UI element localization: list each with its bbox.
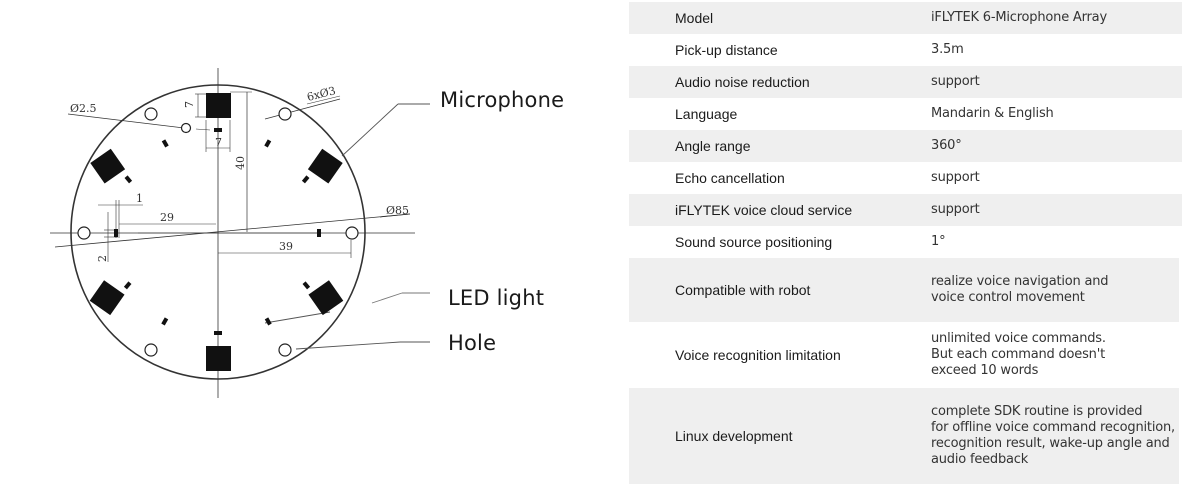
hole (278, 343, 292, 357)
spec-table: Model iFLYTEK 6-Microphone Array Pick-up… (629, 2, 1182, 484)
led-light (161, 139, 169, 148)
board-drawing: Ø2.5 6xØ3 Ø85 7 7 40 29 39 1 2 (50, 68, 430, 398)
hole (77, 226, 91, 240)
spec-label: Model (675, 10, 714, 26)
spec-row-cloud-service: iFLYTEK voice cloud service support (629, 194, 1182, 226)
spec-label: Angle range (675, 138, 751, 154)
microphones (89, 93, 344, 371)
spec-row-model: Model iFLYTEK 6-Microphone Array (629, 2, 1182, 34)
spec-value: Mandarin & English (931, 106, 1054, 121)
spec-value: complete SDK routine is provided for off… (931, 404, 1175, 467)
spec-label: Pick-up distance (675, 42, 778, 58)
spec-value: support (931, 202, 980, 217)
led-light (161, 317, 169, 326)
spec-label: Language (675, 106, 738, 122)
led-height-label: 2 (96, 255, 109, 262)
hole (345, 226, 359, 240)
spec-label: Audio noise reduction (675, 74, 810, 90)
small-hole-dia-label: Ø2.5 (70, 102, 97, 115)
spec-row-noise-reduction: Audio noise reduction support (629, 66, 1182, 98)
hole-radius-label: 39 (279, 240, 293, 253)
led-light (114, 229, 118, 237)
spec-row-robot-compat: Compatible with robot realize voice navi… (629, 258, 1179, 322)
led-light (124, 175, 133, 184)
board-dia-label: Ø85 (386, 204, 409, 217)
spec-row-pickup-distance: Pick-up distance 3.5m (629, 34, 1182, 66)
hole (144, 107, 158, 121)
spec-value: realize voice navigation and voice contr… (931, 274, 1109, 305)
mic-width-label: 7 (215, 136, 222, 149)
hole (278, 107, 292, 121)
spec-value: 360° (931, 138, 962, 153)
spec-label: Compatible with robot (675, 282, 811, 298)
led-width-label: 1 (136, 192, 143, 205)
spec-row-linux-dev: Linux development complete SDK routine i… (629, 388, 1179, 484)
spec-label: Echo cancellation (675, 170, 785, 186)
spec-row-echo-cancellation: Echo cancellation support (629, 162, 1182, 194)
microphone-array-diagram: Ø2.5 6xØ3 Ø85 7 7 40 29 39 1 2 Microphon… (50, 68, 565, 398)
led-leader (264, 311, 331, 324)
board-diameter-line (54, 213, 411, 248)
hole (144, 343, 158, 357)
spec-row-angle-range: Angle range 360° (629, 130, 1182, 162)
spec-row-voice-recognition: Voice recognition limitation unlimited v… (629, 322, 1179, 388)
spec-label: iFLYTEK voice cloud service (675, 202, 853, 218)
mic-height-label: 7 (183, 101, 196, 108)
spec-row-language: Language Mandarin & English (629, 98, 1182, 130)
hole-leader (295, 341, 401, 350)
led-light (214, 128, 222, 132)
microphone-leader (341, 103, 399, 157)
spec-label: Linux development (675, 428, 793, 444)
microphone (307, 148, 343, 184)
microphone (206, 346, 231, 371)
spec-value: 1° (931, 234, 946, 249)
led-light (301, 175, 310, 184)
led-light (302, 281, 311, 290)
microphone (89, 280, 125, 316)
spec-label: Voice recognition limitation (675, 347, 841, 363)
spec-value: support (931, 170, 980, 185)
led-light (123, 281, 132, 290)
led-light-callout: LED light (448, 286, 545, 310)
microphone-callout: Microphone (440, 88, 565, 112)
mic-offset-label: 40 (234, 156, 247, 170)
spec-value: iFLYTEK 6-Microphone Array (931, 10, 1107, 25)
led-light (317, 229, 321, 237)
led-lights (114, 128, 321, 335)
spec-label: Sound source positioning (675, 234, 833, 250)
led-light (214, 331, 222, 335)
hole-callout: Hole (448, 331, 497, 355)
spec-row-sound-positioning: Sound source positioning 1° (629, 226, 1182, 258)
microphone (90, 148, 126, 184)
spec-value: 3.5m (931, 42, 964, 57)
spec-value: support (931, 74, 980, 89)
led-light (264, 317, 272, 326)
small-hole (180, 122, 192, 134)
holes (77, 107, 359, 357)
microphone (308, 280, 344, 316)
microphone (206, 93, 231, 118)
inner-radius-label: 29 (160, 211, 174, 224)
spec-value: unlimited voice commands. But each comma… (931, 331, 1106, 378)
led-light (264, 139, 272, 148)
